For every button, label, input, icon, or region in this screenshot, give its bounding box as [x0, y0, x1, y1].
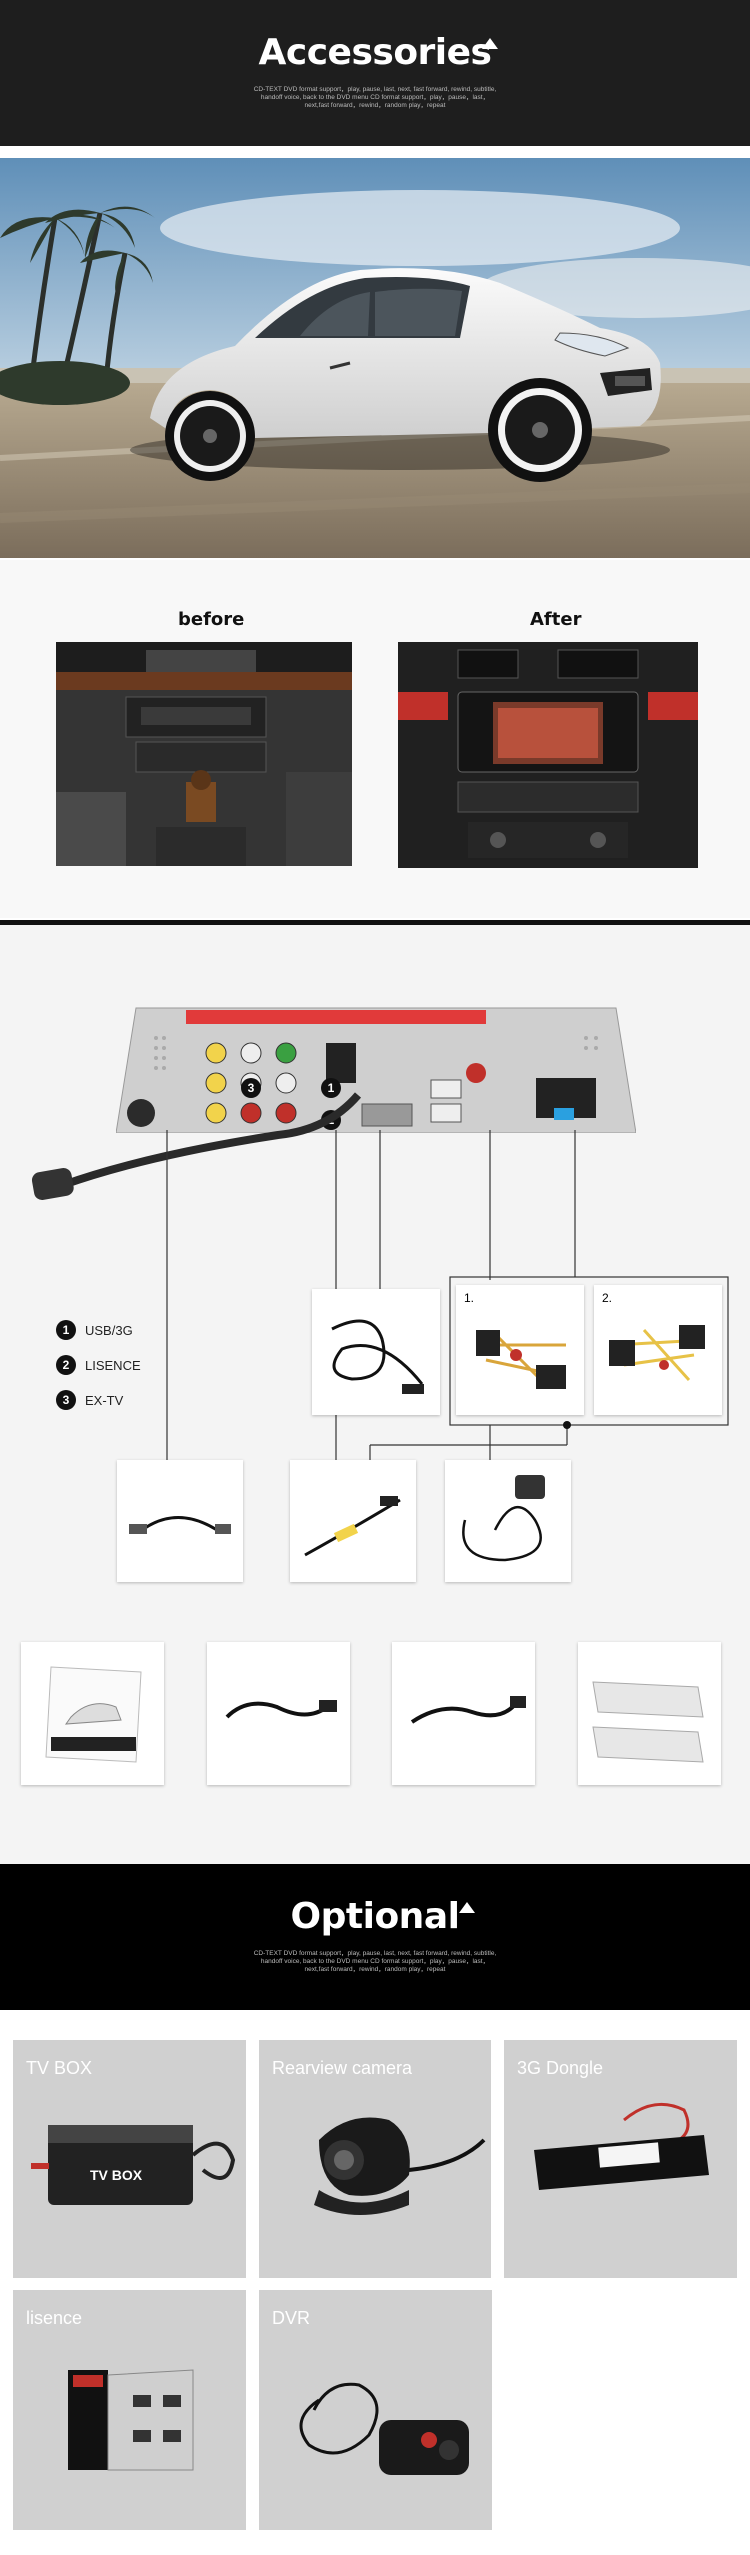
- optional-3g-dongle: 3G Dongle: [504, 2040, 737, 2278]
- wiring-section: 1 2 3: [0, 925, 750, 1865]
- before-dashboard-photo: [56, 642, 352, 866]
- harness-1-card: 1.: [456, 1285, 584, 1415]
- optional-title: Optional: [290, 1896, 460, 1937]
- tv-box-device-text: TV BOX: [90, 2167, 143, 2183]
- optional-section: TV BOX TV BOX Rearview camera 3G Dongle: [0, 2010, 750, 2555]
- hero-car-image: [0, 158, 750, 558]
- harness-2-card: 2.: [594, 1285, 722, 1415]
- after-label: After: [530, 609, 582, 630]
- usb-cable-2-card: [392, 1642, 535, 1785]
- unit-marker-1: 1: [321, 1078, 341, 1098]
- optional-rearview-camera: Rearview camera: [259, 2040, 491, 2278]
- unit-marker-3: 3: [241, 1078, 261, 1098]
- section-divider: [0, 920, 750, 925]
- after-dashboard-photo: [398, 642, 698, 868]
- rca-cable-card: [290, 1460, 416, 1582]
- accessories-title: Accessories: [258, 32, 492, 73]
- usb-extension-card: [207, 1642, 350, 1785]
- accessories-header: Accessories CD-TEXT DVD format support，p…: [0, 0, 750, 146]
- before-after-section: before After: [0, 560, 750, 918]
- optional-subtitle: CD-TEXT DVD format support，play, pause, …: [253, 1950, 497, 1973]
- triangle-up-icon: [459, 1902, 475, 1913]
- optional-lisence: lisence: [13, 2290, 246, 2530]
- triangle-up-icon: [482, 38, 498, 49]
- before-label: before: [178, 609, 245, 630]
- optional-tv-box: TV BOX TV BOX: [13, 2040, 246, 2278]
- accessories-subtitle: CD-TEXT DVD format support，play, pause, …: [253, 86, 497, 109]
- connection-lines: [166, 1130, 729, 1460]
- gps-antenna-card: [445, 1460, 571, 1582]
- tv-antenna-cable: [28, 1075, 368, 1205]
- usb-cable-card: [312, 1289, 440, 1415]
- mounting-brackets-card: [578, 1642, 721, 1785]
- tv-adapter-card: [117, 1460, 243, 1582]
- optional-dvr: DVR: [259, 2290, 492, 2530]
- optional-header: Optional CD-TEXT DVD format support，play…: [0, 1864, 750, 2010]
- manual-card: [21, 1642, 164, 1785]
